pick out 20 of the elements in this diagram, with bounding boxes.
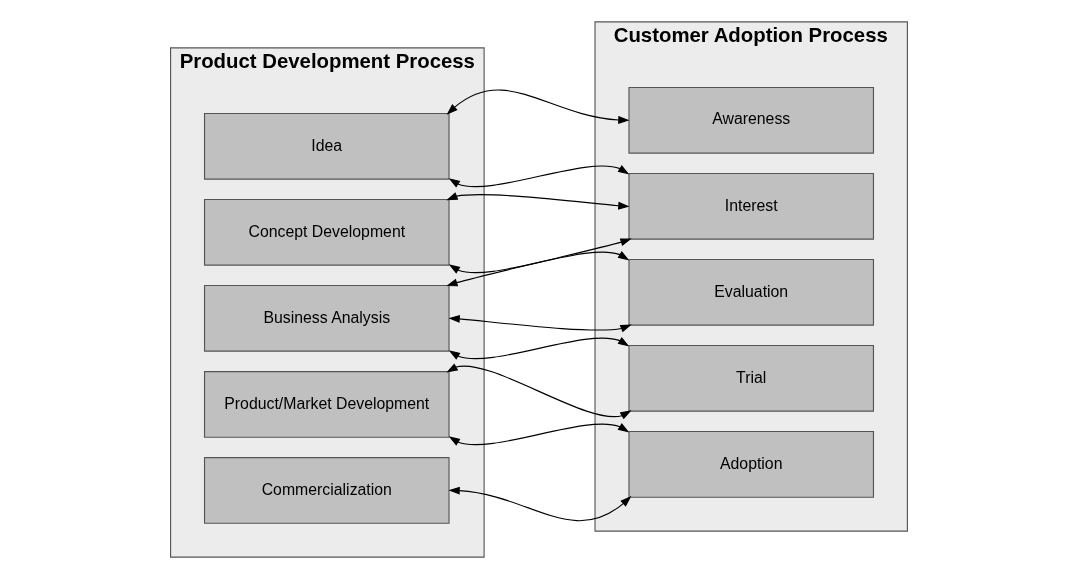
arrow bbox=[448, 486, 632, 521]
arrow bbox=[446, 192, 630, 210]
arrow bbox=[448, 423, 630, 446]
node-box: Adoption bbox=[628, 431, 875, 498]
arrow bbox=[448, 251, 630, 274]
node-box: Interest bbox=[628, 172, 875, 240]
node-box: Idea bbox=[203, 112, 450, 180]
node-box: Business Analysis bbox=[203, 284, 450, 352]
arrow bbox=[448, 314, 632, 333]
arrow bbox=[446, 89, 630, 124]
node-box: Evaluation bbox=[628, 258, 875, 326]
arrow bbox=[446, 238, 632, 287]
node-box: Awareness bbox=[628, 86, 875, 154]
node-box: Product/Market Development bbox=[203, 371, 450, 438]
node-box: Concept Development bbox=[203, 198, 450, 266]
arrow bbox=[446, 363, 632, 420]
arrow bbox=[448, 165, 630, 188]
node-box: Trial bbox=[628, 344, 875, 412]
node-box: Commercialization bbox=[203, 457, 450, 524]
arrow bbox=[448, 337, 630, 360]
